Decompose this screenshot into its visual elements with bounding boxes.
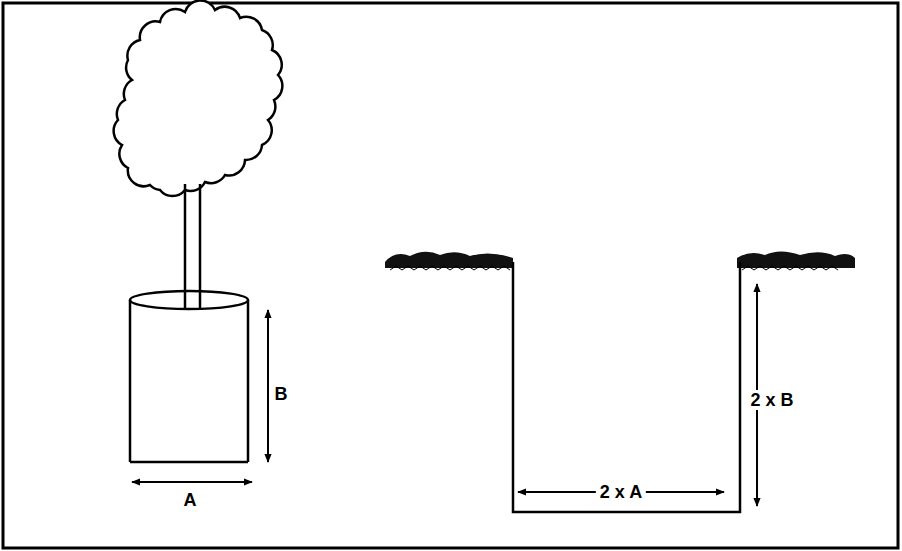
dimension-label: 2 x B bbox=[746, 390, 797, 410]
pot-side bbox=[247, 300, 250, 462]
dimension-label: A bbox=[180, 490, 201, 510]
tree-trunk bbox=[184, 184, 187, 308]
tree-canopy bbox=[114, 0, 283, 196]
dimension-arrow bbox=[132, 481, 252, 483]
ground-hatch bbox=[742, 266, 838, 270]
pot-rim bbox=[130, 291, 248, 309]
ground-surface bbox=[385, 252, 513, 268]
pot-bottom bbox=[130, 461, 248, 464]
pot-side bbox=[129, 300, 132, 462]
planting-hole bbox=[513, 262, 740, 512]
ground-hatch bbox=[390, 266, 510, 270]
dimension-arrow bbox=[267, 310, 269, 462]
dimension-label: 2 x A bbox=[596, 482, 646, 502]
tree-trunk bbox=[199, 184, 202, 308]
dimension-label: B bbox=[271, 384, 292, 404]
